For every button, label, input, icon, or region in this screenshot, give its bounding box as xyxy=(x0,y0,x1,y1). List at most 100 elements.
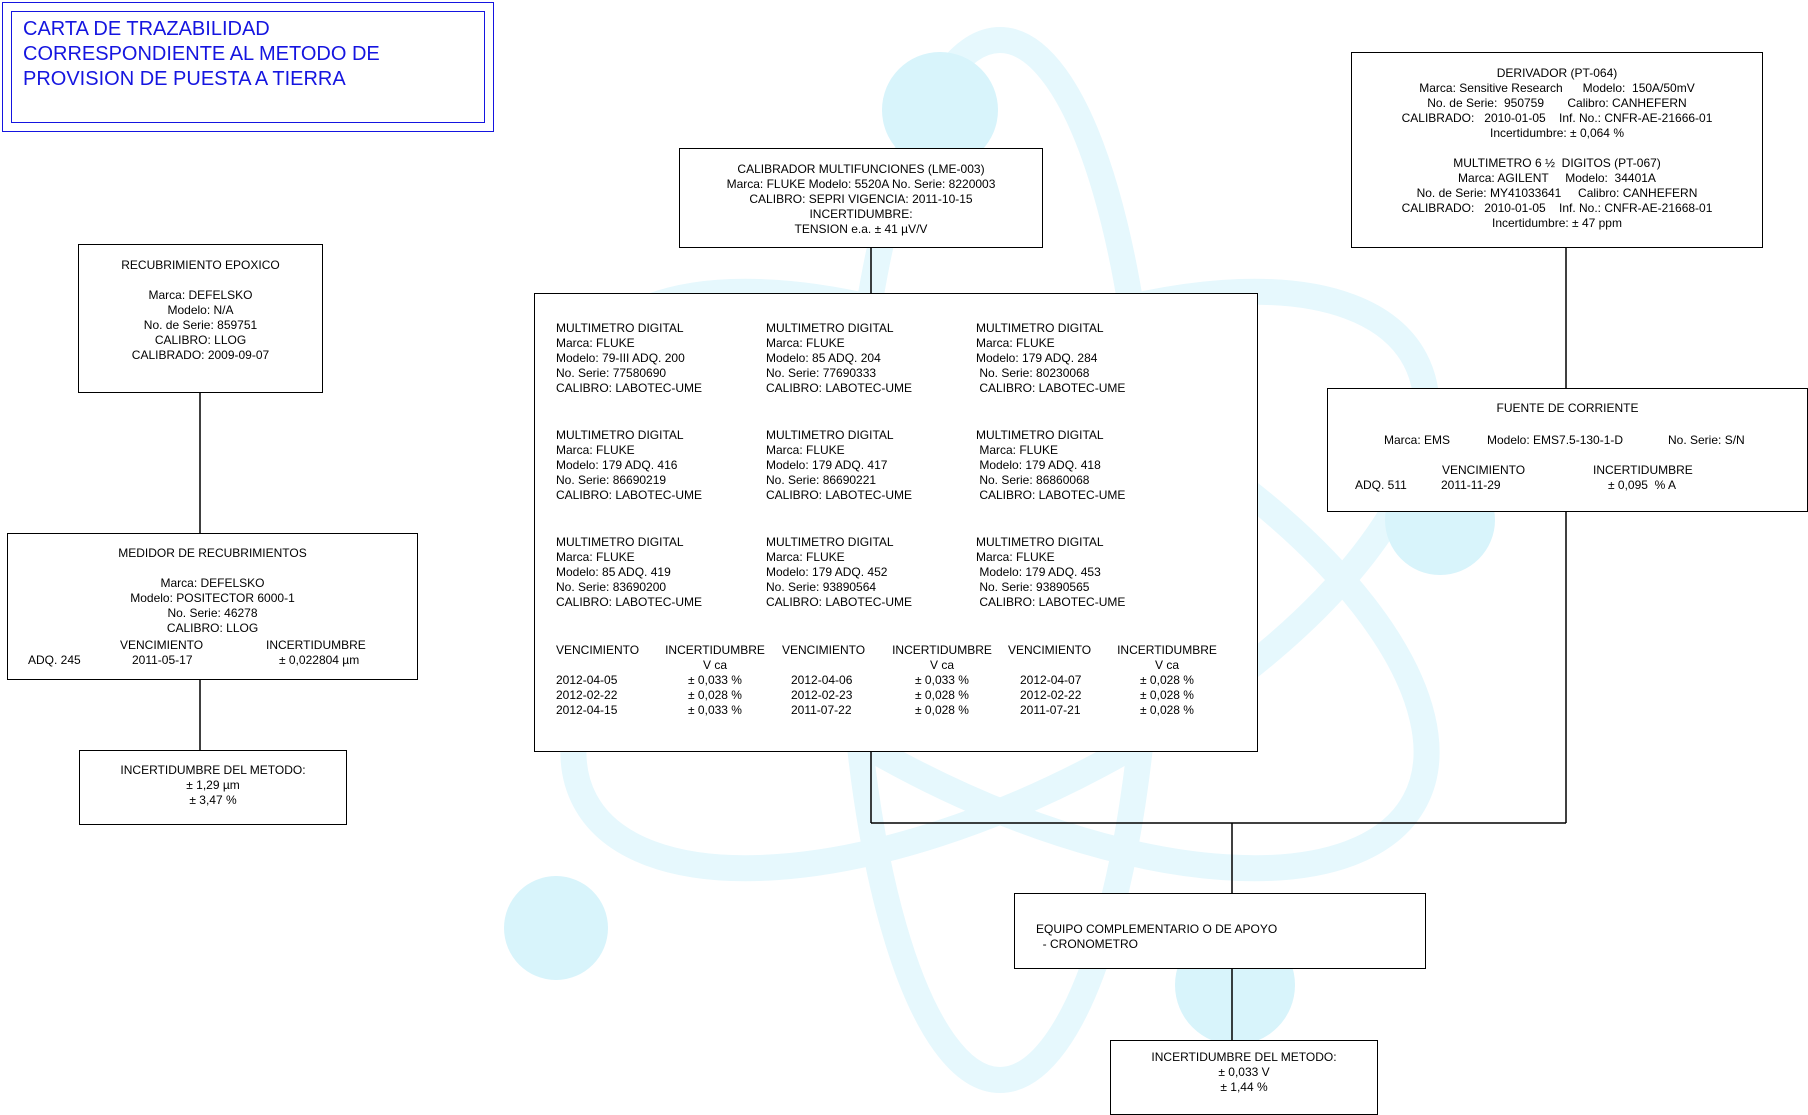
box-line: ± 1,44 % xyxy=(1220,1080,1268,1094)
multimetro-line: Marca: FLUKE xyxy=(976,443,1059,457)
incertidumbre-metodo-right-box: INCERTIDUMBRE DEL METODO: ± 0,033 V ± 1,… xyxy=(1110,1040,1378,1115)
multimetro-line: Marca: FLUKE xyxy=(556,336,635,350)
multimetro-line: CALIBRO: LABOTEC-UME xyxy=(976,488,1126,502)
box-line: Marca: DEFELSKO xyxy=(148,288,253,302)
vencimiento-label: VENCIMIENTO xyxy=(1008,643,1092,657)
box-line: ± 0,033 V xyxy=(1218,1065,1270,1079)
multimetro-line: No. Serie: 86860068 xyxy=(976,473,1090,487)
multimetro-line: Marca: FLUKE xyxy=(976,336,1055,350)
incertidumbre-label: INCERTIDUMBRE xyxy=(1117,643,1217,657)
box-line: TENSION e.a. ± 41 µV/V xyxy=(794,222,928,236)
vca-label: V ca xyxy=(929,658,954,672)
incertidumbre-label: INCERTIDUMBRE xyxy=(892,643,992,657)
incertidumbre-value: ± 0,033 % xyxy=(915,673,969,687)
multimetros-box: MULTIMETRO DIGITAL Marca: FLUKE Modelo: … xyxy=(534,293,1258,752)
box-line: CALIBRADO: 2009-09-07 xyxy=(131,348,270,362)
multimetro-line: Modelo: 179 ADQ. 284 xyxy=(976,351,1098,365)
fuente-corriente-box: FUENTE DE CORRIENTE Marca: EMS Modelo: E… xyxy=(1327,388,1808,512)
atom-sphere xyxy=(504,876,608,980)
box-line: CALIBRADO: 2010-01-05 Inf. No.: CNFR-AE-… xyxy=(1401,111,1713,125)
multimetro-line: Modelo: 85 ADQ. 419 xyxy=(556,565,671,579)
equipo-complementario-box: EQUIPO COMPLEMENTARIO O DE APOYO - CRONO… xyxy=(1014,893,1426,969)
multimetro-line: No. Serie: 77580690 xyxy=(556,366,667,380)
multimetro-line: Modelo: 79-III ADQ. 200 xyxy=(556,351,685,365)
box-line: No. de Serie: MY41033641 Calibro: CANHEF… xyxy=(1416,186,1698,200)
box-title: MEDIDOR DE RECUBRIMIENTOS xyxy=(118,546,307,560)
incertidumbre-value: ± 0,028 % xyxy=(915,703,969,717)
multimetro-line: CALIBRO: LABOTEC-UME xyxy=(976,381,1126,395)
box-line: MULTIMETRO 6 ½ DIGITOS (PT-067) xyxy=(1453,156,1661,170)
multimetro-line: MULTIMETRO DIGITAL xyxy=(556,321,684,335)
vencimiento-date: 2012-04-06 xyxy=(791,673,853,687)
box-line: CALIBRO: LLOG xyxy=(166,621,259,635)
incertidumbre-value: ± 0,028 % xyxy=(1140,688,1194,702)
multimetro-line: No. Serie: 86690219 xyxy=(556,473,667,487)
multimetro-line: MULTIMETRO DIGITAL xyxy=(976,428,1104,442)
box-line: ± 3,47 % xyxy=(189,793,237,807)
vencimiento-date: 2012-02-22 xyxy=(556,688,618,702)
incertidumbre-metodo-left-box: INCERTIDUMBRE DEL METODO: ± 1,29 µm ± 3,… xyxy=(79,750,347,825)
multimetro-line: CALIBRO: LABOTEC-UME xyxy=(766,381,913,395)
chart-title-frame: CARTA DE TRAZABILIDAD CORRESPONDIENTE AL… xyxy=(2,2,494,132)
multimetro-line: No. Serie: 93890564 xyxy=(766,580,877,594)
multimetro-entry: MULTIMETRO DIGITAL Marca: FLUKE Modelo: … xyxy=(976,321,1125,396)
multimetro-line: Modelo: 179 ADQ. 418 xyxy=(976,458,1101,472)
box-line: Incertidumbre: ± 47 ppm xyxy=(1492,216,1622,230)
box-line: Marca: DEFELSKO xyxy=(160,576,265,590)
vencimiento-date: 2011-07-21 xyxy=(1020,703,1081,717)
box-line: - CRONOMETRO xyxy=(1036,937,1138,951)
box-line: ± 1,29 µm xyxy=(186,778,240,792)
multimetro-line: No. Serie: 86690221 xyxy=(766,473,877,487)
incertidumbre-label: INCERTIDUMBRE xyxy=(665,643,765,657)
incertidumbre-label: INCERTIDUMBRE xyxy=(1593,463,1693,477)
multimetro-line: MULTIMETRO DIGITAL xyxy=(556,428,684,442)
multimetro-entry: MULTIMETRO DIGITAL Marca: FLUKE Modelo: … xyxy=(556,321,702,396)
fuente-serie: No. Serie: S/N xyxy=(1668,433,1745,447)
box-line: EQUIPO COMPLEMENTARIO O DE APOYO xyxy=(1036,922,1278,936)
box-title: RECUBRIMIENTO EPOXICO xyxy=(121,258,280,272)
multimetro-entry: MULTIMETRO DIGITAL Marca: FLUKE Modelo: … xyxy=(766,428,912,503)
vencimiento-date: 2012-04-05 xyxy=(556,673,618,687)
multimetro-entry: MULTIMETRO DIGITAL Marca: FLUKE Modelo: … xyxy=(976,535,1125,610)
chart-title-line: CARTA DE TRAZABILIDAD xyxy=(23,18,270,40)
fuente-marca: Marca: EMS xyxy=(1384,433,1451,447)
box-line: Modelo: N/A xyxy=(167,303,234,317)
vencimiento-date: 2012-04-07 xyxy=(1020,673,1082,687)
multimetro-line: Marca: FLUKE xyxy=(556,443,635,457)
multimetro-line: CALIBRO: LABOTEC-UME xyxy=(766,488,913,502)
vencimiento-column: VENCIMIENTO 2012-04-06 2012-02-23 2011-0… xyxy=(782,643,865,718)
vencimiento-value: 2011-05-17 xyxy=(132,653,193,667)
vencimiento-label: VENCIMIENTO xyxy=(556,643,640,657)
multimetro-entry: MULTIMETRO DIGITAL Marca: FLUKE Modelo: … xyxy=(766,535,912,610)
vencimiento-label: VENCIMIENTO xyxy=(1442,463,1526,477)
box-line: CALIBRADO: 2010-01-05 Inf. No.: CNFR-AE-… xyxy=(1401,201,1713,215)
multimetro-line: Marca: FLUKE xyxy=(976,550,1055,564)
box-title: FUENTE DE CORRIENTE xyxy=(1496,401,1639,415)
chart-title-line: CORRESPONDIENTE AL METODO DE xyxy=(23,43,380,65)
vencimiento-date: 2011-07-22 xyxy=(791,703,852,717)
box-line: DERIVADOR (PT-064) xyxy=(1496,66,1618,80)
box-line: No. de Serie: 859751 xyxy=(143,318,258,332)
incertidumbre-column: INCERTIDUMBRE V ca ± 0,033 % ± 0,028 % ±… xyxy=(659,643,771,718)
multimetro-line: Marca: FLUKE xyxy=(766,550,845,564)
adq-value: ADQ. 245 xyxy=(28,653,81,667)
incertidumbre-value: ± 0,095 % A xyxy=(1608,478,1676,492)
incertidumbre-value: ± 0,028 % xyxy=(915,688,969,702)
multimetro-entry: MULTIMETRO DIGITAL Marca: FLUKE Modelo: … xyxy=(766,321,912,396)
multimetro-entry: MULTIMETRO DIGITAL Marca: FLUKE Modelo: … xyxy=(556,428,702,503)
multimetro-line: Modelo: 85 ADQ. 204 xyxy=(766,351,881,365)
incertidumbre-value: ± 0,022804 µm xyxy=(279,653,360,667)
multimetro-line: No. Serie: 93890565 xyxy=(976,580,1090,594)
multimetro-line: Modelo: 179 ADQ. 452 xyxy=(766,565,888,579)
multimetro-line: CALIBRO: LABOTEC-UME xyxy=(556,595,703,609)
incertidumbre-value: ± 0,033 % xyxy=(688,673,742,687)
vencimiento-value: 2011-11-29 xyxy=(1441,478,1501,492)
box-line: INCERTIDUMBRE: xyxy=(809,207,913,221)
multimetro-line: No. Serie: 77690333 xyxy=(766,366,877,380)
multimetro-line: MULTIMETRO DIGITAL xyxy=(766,535,894,549)
multimetro-line: CALIBRO: LABOTEC-UME xyxy=(766,595,913,609)
incertidumbre-label: INCERTIDUMBRE xyxy=(266,638,366,652)
multimetro-line: MULTIMETRO DIGITAL xyxy=(976,535,1104,549)
multimetro-line: MULTIMETRO DIGITAL xyxy=(976,321,1104,335)
